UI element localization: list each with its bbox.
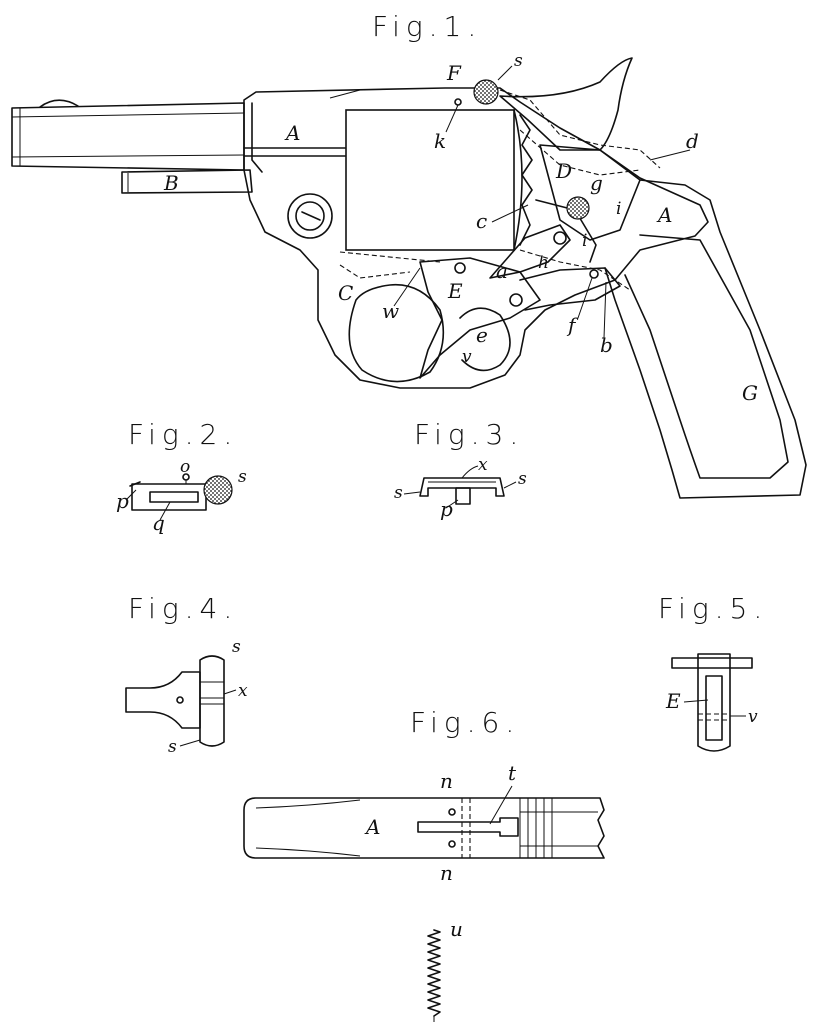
label-i-2: i [616,199,621,219]
fig2-label-p: p [116,489,129,513]
figure-6-title: Fig.6. [410,706,520,739]
label-b: b [600,333,613,357]
figure-4: Fig.4. s x s [125,592,248,757]
fig6-label-n-bottom: n [440,861,453,885]
hammer-D [499,57,641,241]
figure-5: Fig.5. E v [658,592,768,752]
fig6-label-u: u [450,917,463,941]
fig3-label-p: p [440,497,453,521]
fig4-label-s-top: s [232,637,241,657]
label-A-grip: A [656,203,672,227]
fig3-label-s-left: s [394,483,403,503]
fig2-label-s: s [238,467,247,487]
fig5-label-v: v [748,707,758,727]
figure-3-title: Fig.3. [414,418,524,451]
fig6-label-A: A [364,815,380,839]
frame-screw [287,193,333,239]
label-g: g [590,171,603,195]
spring-u [427,929,441,1022]
revolver-cylinder [345,109,533,251]
figure-2-title: Fig.2. [128,418,238,451]
figure-6: Fig.6. n t A n u [243,706,605,1022]
pin-k [454,98,462,106]
label-B: B [163,171,179,195]
internal-mechanism [489,89,661,311]
label-i-1: i [582,231,587,251]
fig5-label-E: E [665,689,681,713]
revolver-barrel [11,99,253,194]
label-a: a [496,259,508,283]
trigger-E [419,257,541,379]
label-e: e [476,323,488,347]
figure-5-title: Fig.5. [658,592,768,625]
fig2-label-o: o [180,457,190,477]
fig4-label-s-bottom: s [168,737,177,757]
fig4-label-x: x [238,681,248,701]
figure-1: Fig.1. [11,10,807,499]
label-F: F [446,61,462,85]
label-h: h [538,253,549,273]
latch-button-s [473,79,499,105]
fig3-label-x: x [478,455,488,475]
label-f: f [566,313,579,337]
fig6-label-t: t [508,761,517,785]
label-D: D [555,159,572,183]
label-G: G [742,381,758,405]
label-c: c [476,209,487,233]
label-k: k [434,129,446,153]
trigger-guard [339,251,511,383]
label-E: E [447,279,463,303]
label-v: v [462,347,472,367]
label-s: s [514,51,523,71]
label-d: d [686,129,699,153]
figure-4-title: Fig.4. [128,592,238,625]
figure-2: Fig.2. o s p q [116,418,247,535]
fig3-label-s-right: s [518,469,527,489]
figure-1-title: Fig.1. [372,10,482,43]
grip-G [604,179,807,499]
figure-3: Fig.3. x s s p [394,418,527,521]
fig6-label-n-top: n [440,769,453,793]
label-C: C [338,281,353,305]
label-A-frame: A [284,121,300,145]
